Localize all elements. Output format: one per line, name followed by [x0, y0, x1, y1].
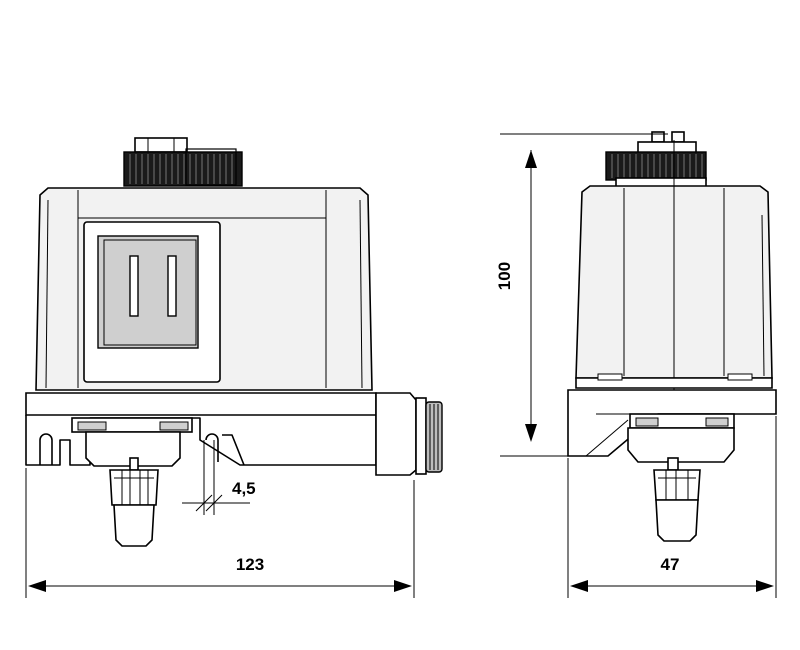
front-view: 4,5 123: [25, 137, 443, 598]
front-adjuster-knob: [123, 137, 243, 187]
offset-dimension: 4,5: [182, 440, 256, 515]
height-dimension: 100: [495, 133, 668, 457]
side-adjuster-knob: [605, 131, 707, 189]
switch-window: [97, 235, 199, 349]
width-side-dimension: 47: [567, 416, 777, 598]
offset-label: 4,5: [232, 479, 256, 498]
width-front-label: 123: [236, 555, 264, 574]
width-side-label: 47: [661, 555, 680, 574]
front-cable-gland: [375, 392, 443, 476]
side-view: 100 47: [495, 131, 777, 598]
side-pressure-connector: [627, 413, 735, 542]
front-pressure-connector: [71, 417, 193, 547]
width-front-dimension: 123: [25, 468, 415, 598]
front-base: [25, 392, 377, 416]
height-label: 100: [495, 262, 514, 290]
switch-slot-left: [129, 255, 139, 317]
switch-slot-right: [167, 255, 177, 317]
